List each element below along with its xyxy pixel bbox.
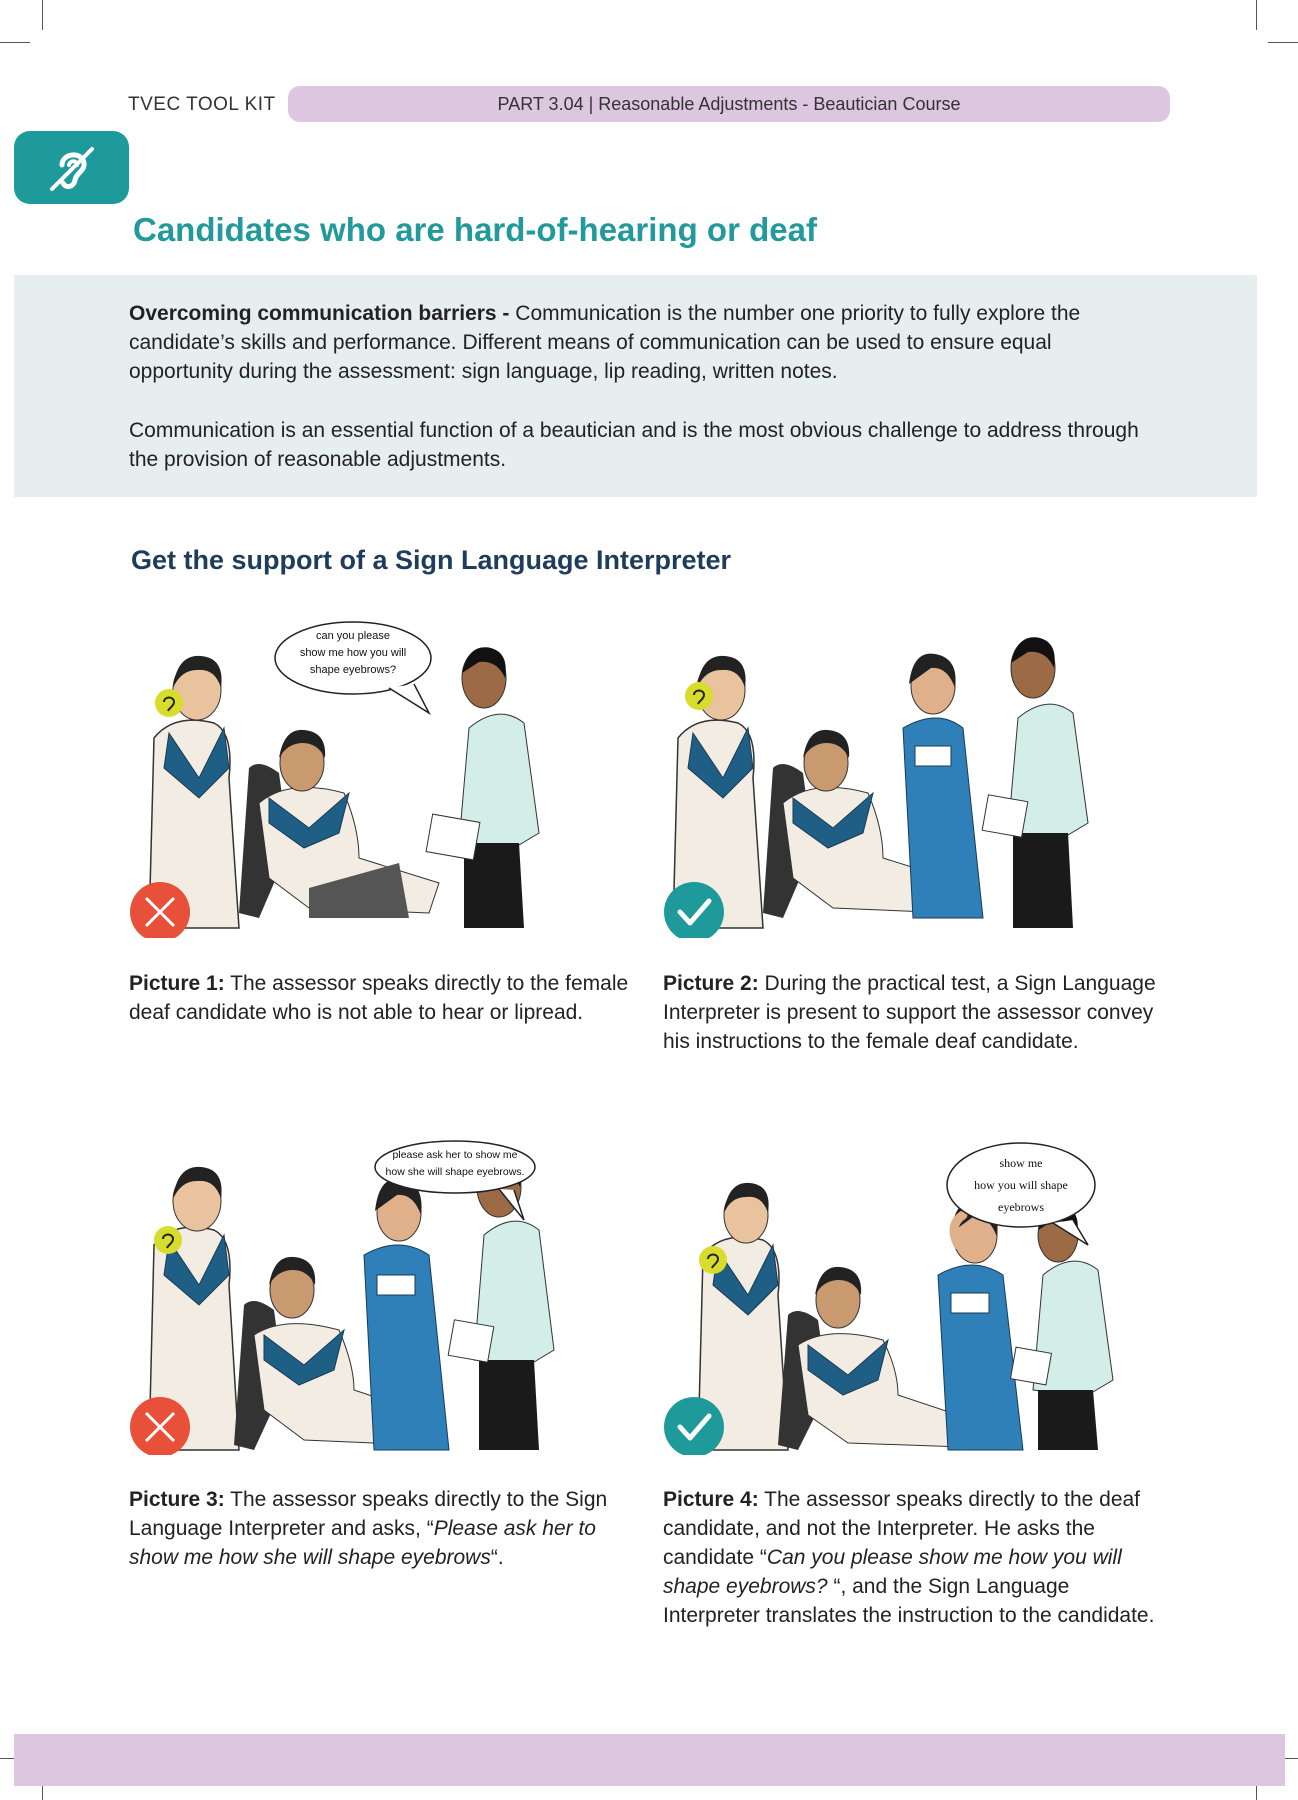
- caption-label: Picture 3:: [129, 1488, 225, 1511]
- assessor-figure: [1009, 1206, 1114, 1450]
- page-title: Candidates who are hard-of-hearing or de…: [133, 211, 817, 248]
- bubble-line: eyebrows: [998, 1200, 1044, 1214]
- caption-text-end: “.: [490, 1546, 504, 1569]
- check-icon: [664, 882, 724, 938]
- intro-box: Overcoming communication barriers - Comm…: [14, 275, 1257, 497]
- interpreter-figure: [363, 1178, 450, 1451]
- picture-3-caption: Picture 3: The assessor speaks directly …: [129, 1485, 629, 1572]
- hearing-badge: [155, 689, 183, 717]
- assessor-figure: [425, 647, 540, 928]
- seated-candidate-figure: [778, 1266, 974, 1450]
- deaf-woman-figure: [697, 1182, 789, 1451]
- crop-mark: [42, 0, 43, 30]
- bubble-line: show me: [1000, 1156, 1043, 1170]
- crop-mark: [1268, 42, 1298, 43]
- caption-quote: Can you please show me how you will shap…: [663, 1546, 1122, 1598]
- hearing-impaired-icon: [49, 146, 94, 191]
- picture-4-illustration: show me how you will shape eyebrows: [663, 1135, 1153, 1455]
- intro-paragraph-2: Communication is an essential function o…: [129, 419, 1139, 471]
- caption-text: The assessor speaks directly to the Sign…: [129, 1488, 608, 1540]
- hearing-badge: [154, 1226, 182, 1254]
- section-header-bar: PART 3.04 | Reasonable Adjustments - Bea…: [288, 86, 1170, 122]
- deaf-woman-figure: [672, 655, 764, 929]
- check-icon: [664, 1397, 724, 1455]
- caption-quote: Please ask her to show me how she will s…: [129, 1517, 596, 1569]
- bubble-line: how you will shape: [974, 1178, 1068, 1192]
- picture-1-illustration: can you please show me how you will shap…: [129, 618, 619, 938]
- caption-text: The assessor speaks directly to the fema…: [129, 972, 629, 1024]
- crop-mark: [0, 42, 30, 43]
- picture-4-caption: Picture 4: The assessor speaks directly …: [663, 1485, 1163, 1630]
- cross-icon: [130, 1397, 190, 1455]
- deaf-woman-figure: [148, 655, 240, 929]
- hearing-impaired-tab: [14, 131, 129, 204]
- caption-label: Picture 2:: [663, 972, 759, 995]
- bubble-line: shape eyebrows?: [310, 664, 396, 676]
- interpreter-figure: [937, 1200, 1024, 1451]
- hearing-badge: [699, 1246, 727, 1274]
- interpreter-figure: [902, 653, 984, 919]
- intro-lead: Overcoming communication barriers -: [129, 302, 510, 325]
- assessor-figure: [447, 1156, 555, 1450]
- bubble-line: can you please: [316, 630, 390, 642]
- picture-1-caption: Picture 1: The assessor speaks directly …: [129, 969, 629, 1027]
- caption-label: Picture 1:: [129, 972, 225, 995]
- picture-3-illustration: please ask her to show me how she will s…: [129, 1135, 619, 1455]
- intro-text-1: Communication is the number one priority…: [129, 302, 1081, 383]
- deaf-woman-figure: [148, 1166, 240, 1451]
- hearing-badge: [685, 682, 713, 710]
- section-label: PART 3.04 | Reasonable Adjustments - Bea…: [497, 93, 961, 114]
- bubble-line: please ask her to show me: [393, 1149, 518, 1161]
- caption-text: During the practical test, a Sign Langua…: [663, 972, 1156, 1053]
- intro-paragraph-1: Overcoming communication barriers - Comm…: [129, 299, 1139, 386]
- caption-label: Picture 4:: [663, 1488, 759, 1511]
- crop-mark: [1256, 0, 1257, 30]
- section-subtitle: Get the support of a Sign Language Inter…: [131, 545, 732, 575]
- assessor-figure: [981, 637, 1089, 928]
- bubble-line: how she will shape eyebrows.: [386, 1166, 525, 1178]
- seated-candidate-figure: [239, 729, 440, 918]
- toolkit-label: TVEC TOOL KIT: [128, 94, 276, 115]
- bubble-line: show me how you will: [300, 647, 406, 659]
- footer-bar: [14, 1734, 1285, 1786]
- caption-text: The assessor speaks directly to the deaf…: [663, 1488, 1141, 1569]
- cross-icon: [130, 882, 190, 938]
- caption-text-end: “, and the Sign Language Interpreter tra…: [663, 1575, 1155, 1627]
- picture-2-caption: Picture 2: During the practical test, a …: [663, 969, 1163, 1056]
- picture-2-illustration: [663, 618, 1153, 938]
